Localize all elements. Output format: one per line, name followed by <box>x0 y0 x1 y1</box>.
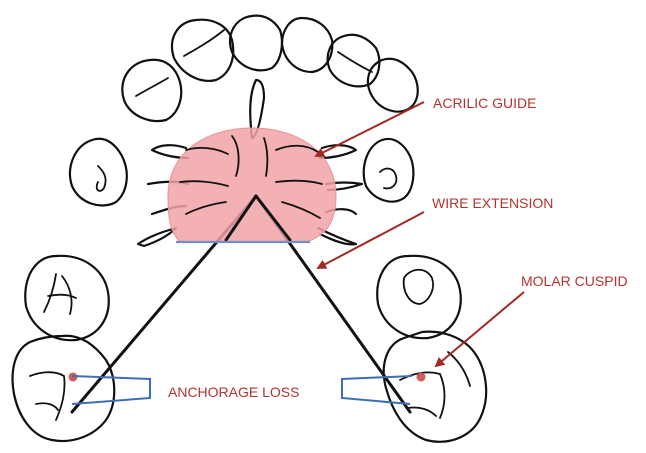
acrylic-guide-shape <box>168 128 336 242</box>
canine-right-icon <box>364 139 414 202</box>
premolar-left-icon <box>25 256 109 340</box>
anchorage-loss-label: ANCHORAGE LOSS <box>168 384 299 400</box>
incisor-left-lateral-icon <box>122 60 181 121</box>
canine-left-icon <box>70 139 127 206</box>
incisor-right-lateral-icon <box>368 59 418 112</box>
molar-cusp-dot-right <box>417 373 426 382</box>
acrylic-guide-arrow <box>316 102 424 156</box>
molar-right-icon <box>384 332 486 442</box>
acrylic-guide-label: ACRILIC GUIDE <box>433 95 536 111</box>
incisor-right-central-icon <box>328 35 380 87</box>
incisors-group <box>122 16 417 121</box>
incisor-mid-left-icon <box>230 16 282 71</box>
wire-extension-label: WIRE EXTENSION <box>432 195 553 211</box>
incisor-left-central-icon <box>172 20 233 81</box>
incisor-mid-right-icon <box>282 18 332 72</box>
molar-cuspid-label: MOLAR CUSPID <box>521 273 628 289</box>
premolar-right-icon <box>377 256 461 338</box>
